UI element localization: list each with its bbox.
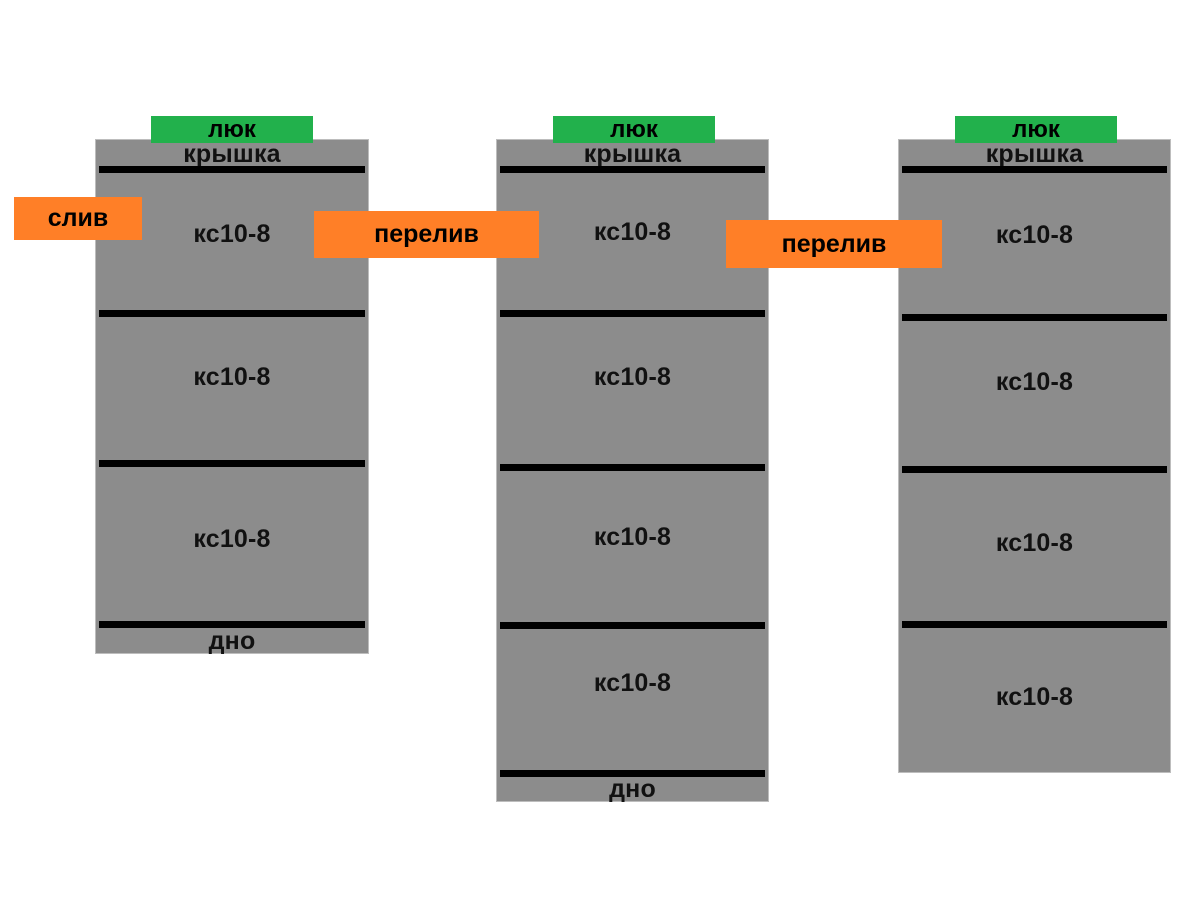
- drain-pipe-label: слив: [14, 197, 142, 240]
- ring-text: кс10-8: [995, 368, 1074, 396]
- joint-line-chamber-2-5: [500, 770, 765, 777]
- joint-line-chamber-2-1: [500, 166, 765, 173]
- ring-text: кс10-8: [593, 363, 672, 391]
- ring-text: кс10-8: [593, 523, 672, 551]
- bottom-label-chamber-1: дно: [95, 629, 369, 654]
- ring-label-chamber-1-1: кс10-8: [95, 222, 369, 247]
- ring-label-chamber-2-4: кс10-8: [496, 671, 769, 696]
- ring-label-chamber-1-2: кс10-8: [95, 365, 369, 390]
- hatch-text: люк: [610, 115, 658, 143]
- joint-line-chamber-3-4: [902, 621, 1167, 628]
- joint-line-chamber-1-2: [99, 310, 365, 317]
- septic-chamber-3-body: [898, 139, 1171, 773]
- ring-label-chamber-3-3: кс10-8: [898, 531, 1171, 556]
- ring-label-chamber-3-4: кс10-8: [898, 685, 1171, 710]
- ring-text: кс10-8: [593, 669, 672, 697]
- ring-text: кс10-8: [593, 218, 672, 246]
- lid-label-chamber-3: крышка: [898, 142, 1171, 167]
- lid-label-chamber-1: крышка: [95, 142, 369, 167]
- overflow-text: перелив: [374, 220, 479, 248]
- bottom-label-chamber-2: дно: [496, 777, 769, 802]
- joint-line-chamber-1-4: [99, 621, 365, 628]
- joint-line-chamber-2-3: [500, 464, 765, 471]
- overflow-pipe-label-2: перелив: [726, 220, 942, 268]
- joint-line-chamber-3-2: [902, 314, 1167, 321]
- ring-label-chamber-2-1: кс10-8: [496, 220, 769, 245]
- ring-text: кс10-8: [995, 683, 1074, 711]
- joint-line-chamber-3-1: [902, 166, 1167, 173]
- lid-label-chamber-2: крышка: [496, 142, 769, 167]
- hatch-text: люк: [1012, 115, 1060, 143]
- ring-label-chamber-2-2: кс10-8: [496, 365, 769, 390]
- lid-text: крышка: [183, 140, 281, 168]
- overflow-pipe-label-1: перелив: [314, 211, 539, 258]
- ring-label-chamber-1-3: кс10-8: [95, 527, 369, 552]
- bottom-text: дно: [609, 775, 656, 803]
- lid-text: крышка: [985, 140, 1084, 168]
- ring-label-chamber-3-1: кс10-8: [898, 223, 1171, 248]
- joint-line-chamber-1-1: [99, 166, 365, 173]
- hatch-label-chamber-2: люк: [553, 116, 715, 143]
- joint-line-chamber-3-3: [902, 466, 1167, 473]
- ring-text: кс10-8: [995, 529, 1074, 557]
- ring-text: кс10-8: [193, 363, 271, 391]
- hatch-text: люк: [208, 115, 256, 143]
- joint-line-chamber-1-3: [99, 460, 365, 467]
- ring-text: кс10-8: [995, 221, 1074, 249]
- overflow-text: перелив: [781, 229, 887, 258]
- hatch-label-chamber-3: люк: [955, 116, 1117, 143]
- bottom-text: дно: [208, 627, 256, 655]
- lid-text: крышка: [583, 140, 682, 168]
- drain-text: слив: [47, 204, 109, 232]
- hatch-label-chamber-1: люк: [151, 116, 313, 143]
- joint-line-chamber-2-4: [500, 622, 765, 629]
- ring-label-chamber-2-3: кс10-8: [496, 525, 769, 550]
- ring-label-chamber-3-2: кс10-8: [898, 370, 1171, 395]
- joint-line-chamber-2-2: [500, 310, 765, 317]
- ring-text: кс10-8: [193, 220, 271, 248]
- ring-text: кс10-8: [193, 525, 271, 553]
